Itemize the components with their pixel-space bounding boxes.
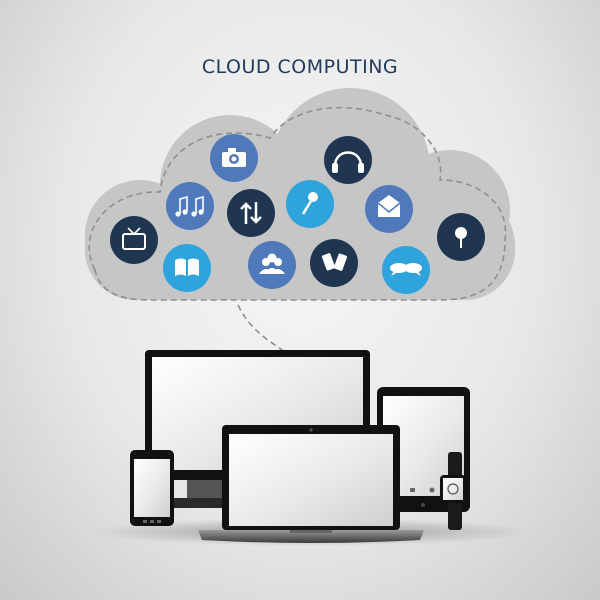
chat-bubbles-icon — [382, 246, 430, 294]
connector-line — [237, 304, 286, 353]
camera-icon — [210, 134, 258, 182]
mail-icon — [365, 185, 413, 233]
smartwatch — [440, 452, 466, 530]
mobile-phones-icon — [310, 239, 358, 287]
music-notes-icon — [166, 182, 214, 230]
laptop — [198, 425, 424, 543]
location-pin-icon — [437, 213, 485, 261]
microphone-icon — [286, 180, 334, 228]
transfer-arrows-icon — [227, 189, 275, 237]
page-title: CLOUD COMPUTING — [201, 56, 399, 78]
users-icon — [248, 241, 296, 289]
book-icon — [163, 244, 211, 292]
smartphone — [130, 450, 174, 526]
tv-icon — [110, 216, 158, 264]
headphones-icon — [324, 136, 372, 184]
